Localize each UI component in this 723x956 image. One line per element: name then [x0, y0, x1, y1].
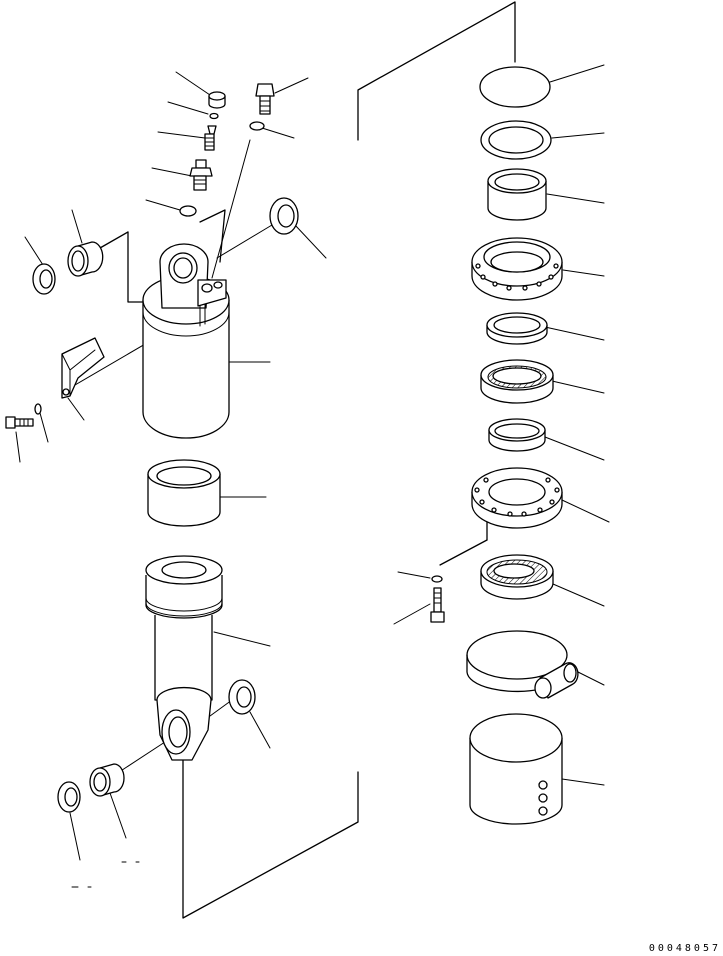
guide-bushing — [148, 460, 220, 526]
washer-clamp — [35, 404, 41, 414]
dust-seal-lower-right — [229, 680, 255, 714]
seal-ring-middle — [487, 313, 547, 344]
hex-bolt-housing — [431, 588, 444, 622]
bearing-lower — [481, 555, 553, 599]
cover-plate — [480, 67, 550, 107]
bushing-lower — [90, 764, 124, 796]
grease-cap — [209, 92, 225, 108]
hex-bolt-top — [256, 84, 274, 114]
bearing-housing-upper — [472, 238, 562, 300]
clamp-bracket — [62, 338, 104, 398]
sleeve — [488, 169, 546, 220]
inner-sleeve — [489, 419, 545, 451]
hex-bolt-clamp — [6, 417, 33, 428]
washer-top — [250, 122, 264, 130]
grease-valve — [190, 160, 212, 190]
washer-housing — [432, 576, 442, 582]
o-ring-upper — [180, 206, 196, 216]
grease-fitting — [205, 126, 216, 150]
protective-cover — [470, 714, 562, 824]
bearing-housing-lower — [472, 468, 562, 528]
dust-seal-lower-left — [58, 782, 80, 812]
figure-code: 00048057 — [648, 943, 721, 954]
bolt-holes — [476, 264, 558, 290]
leader-lines — [16, 65, 609, 860]
bolt-holes — [475, 478, 559, 516]
bearing-race — [481, 360, 553, 403]
seal-ring — [481, 121, 551, 159]
bushing-upper — [68, 242, 103, 276]
upper-cylinder-body — [143, 244, 229, 438]
artifact-marks — [72, 862, 139, 887]
dust-seal-upper-left — [33, 264, 55, 294]
dust-seal-upper-right — [270, 198, 298, 234]
assembly-bracket-lines — [100, 2, 515, 918]
lower-piston-rod — [146, 556, 222, 760]
hose-clamp — [467, 631, 578, 698]
small-o-ring — [210, 114, 218, 119]
